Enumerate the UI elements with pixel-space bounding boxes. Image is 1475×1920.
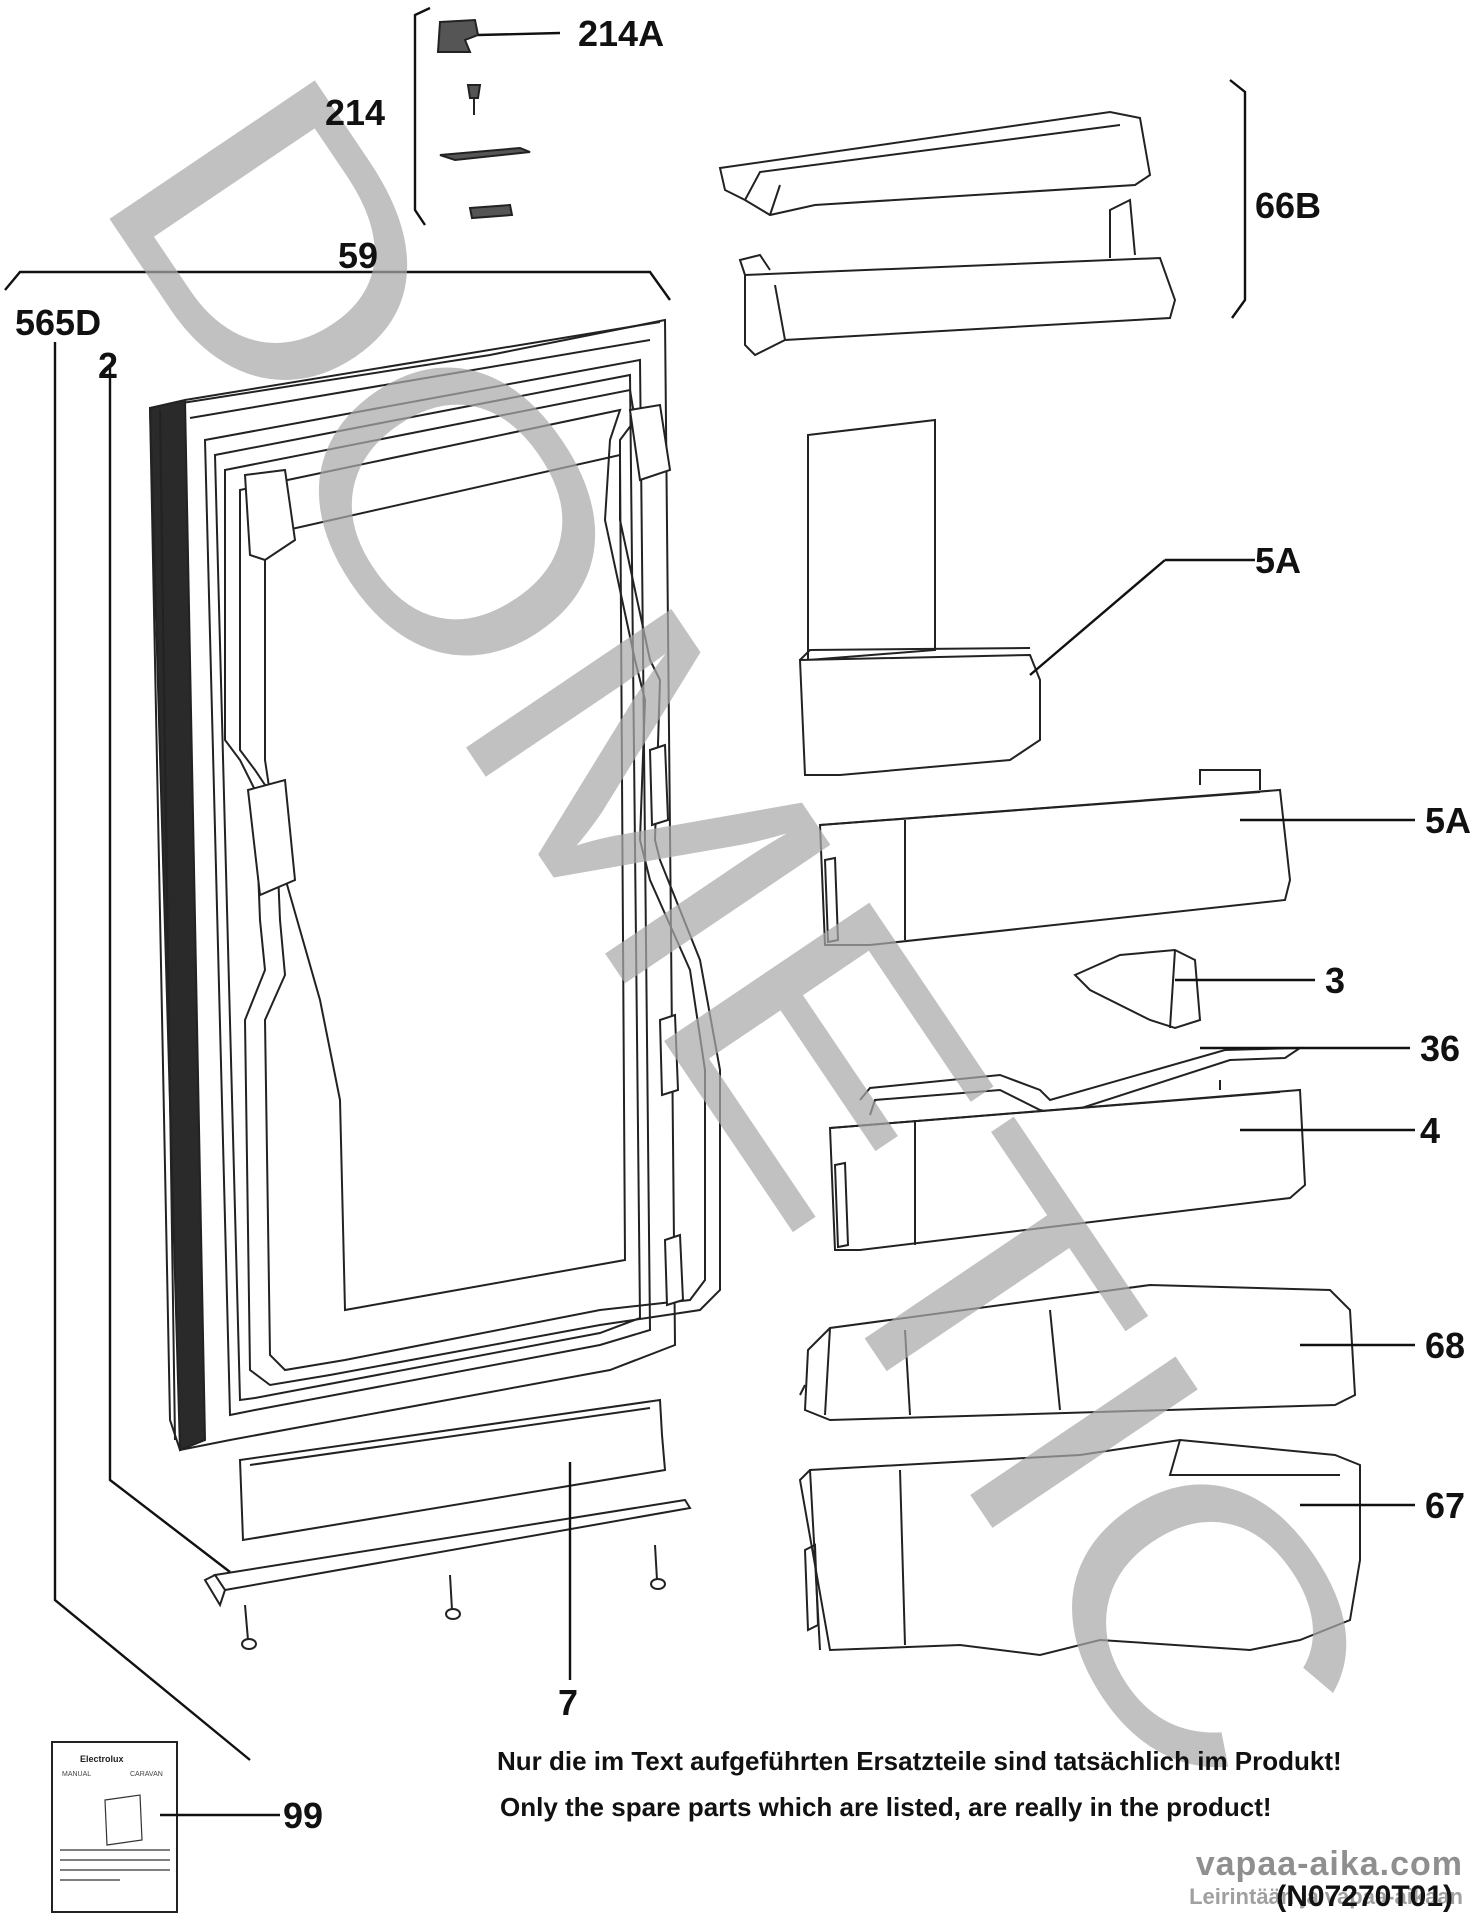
label-99: 99 [283, 1795, 323, 1836]
part-3-stopper [1073, 948, 1202, 1030]
label-67: 67 [1425, 1485, 1465, 1526]
leader-lines [1029, 558, 1415, 1507]
label-214: 214 [325, 92, 385, 133]
label-59: 59 [338, 235, 378, 276]
drawing-code: (N07270T01) [1276, 1880, 1453, 1913]
bin-67 [798, 1438, 1361, 1657]
part-36-rail [859, 1046, 1304, 1117]
label-214a: 214A [578, 13, 664, 54]
manual-brand: Electrolux [80, 1754, 124, 1764]
manual-thumbnail: Electrolux MANUAL CARAVAN [51, 1741, 280, 1913]
watermark-tagline: Leirintään ja vapaa-aikaan [1189, 1884, 1463, 1909]
part-labels: 214A 214 59 565D 2 66B 5A 5A 3 36 4 68 6… [15, 13, 1471, 1836]
label-3: 3 [1325, 960, 1345, 1001]
label-4: 4 [1420, 1110, 1440, 1151]
label-5a-lower: 5A [1425, 800, 1471, 841]
door-assembly [148, 318, 721, 1650]
manual-left-caption: MANUAL [62, 1771, 91, 1778]
manual-right-caption: CARAVAN [130, 1771, 163, 1778]
shelf-4 [828, 1080, 1307, 1251]
watermark-site-name: vapaa-aika.com [1195, 1845, 1463, 1883]
hinge-parts [413, 6, 561, 226]
label-68: 68 [1425, 1325, 1465, 1366]
note-english: Only the spare parts which are listed, a… [500, 1792, 1272, 1822]
vapaa-aika-watermark: vapaa-aika.com Leirintään ja vapaa-aikaa… [1189, 1845, 1463, 1910]
shelf-5a-lower [818, 769, 1292, 946]
note-german: Nur die im Text aufgeführten Ersatzteile… [497, 1746, 1342, 1776]
shelf-66b [718, 79, 1247, 357]
dimension-brackets [4, 270, 671, 1761]
label-5a-upper: 5A [1255, 540, 1301, 581]
screw-icon [241, 1544, 666, 1650]
label-66b: 66B [1255, 185, 1321, 226]
label-565d: 565D [15, 302, 101, 343]
label-2: 2 [98, 345, 118, 386]
label-7: 7 [558, 1682, 578, 1723]
shelf-68-lid [799, 1283, 1357, 1422]
shelf-5a-upper [798, 418, 1041, 776]
label-36: 36 [1420, 1028, 1460, 1069]
